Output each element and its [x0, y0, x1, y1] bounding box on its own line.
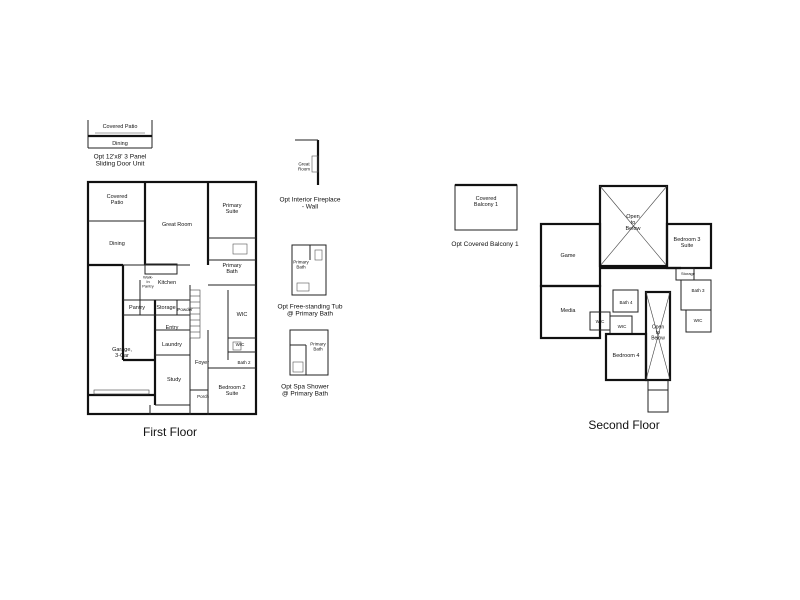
label-study: Study — [167, 377, 181, 383]
bath-4-outline — [612, 289, 639, 313]
wic-3-outline — [685, 309, 712, 333]
label-bath-2: Bath 2 — [237, 360, 251, 365]
label-bedroom-4: Bedroom 4 — [613, 353, 640, 359]
label-storage: Storage — [156, 305, 175, 311]
label-wic-1: WIC — [596, 319, 605, 324]
second-floor-plan — [539, 184, 713, 413]
label-opt-dining: Dining — [112, 141, 128, 147]
label-dining: Dining — [109, 241, 125, 247]
label-bath-4: Bath 4 — [619, 300, 633, 305]
kitchen-island — [144, 263, 178, 275]
caption-tub: Opt Free-standing Tub@ Primary Bath — [277, 303, 342, 317]
label-great-room: Great Room — [162, 222, 192, 228]
second-floor-title: Second Floor — [588, 418, 659, 432]
label-wic-3: WIC — [694, 318, 703, 323]
caption-fireplace: Opt Interior Fireplace- Wall — [279, 196, 340, 210]
caption-balcony: Opt Covered Balcony 1 — [451, 241, 519, 248]
label-wic-2: WIC — [236, 342, 245, 347]
label-game: Game — [561, 253, 576, 259]
open-to-below-2-outline — [644, 290, 672, 382]
label-powder: Powder — [177, 307, 193, 312]
label-bath-3: Bath 3 — [691, 288, 705, 293]
tub-icon — [296, 282, 310, 292]
caption-spa-shower: Opt Spa Shower@ Primary Bath — [281, 383, 330, 397]
label-porch: Porch — [197, 394, 209, 399]
bath-2-shower — [232, 341, 242, 351]
label-media: Media — [561, 308, 577, 314]
label-opt-covered-patio: Covered Patio — [103, 124, 138, 130]
shower-icon — [292, 361, 304, 373]
first-floor-outline — [86, 180, 258, 416]
label-wic: WIC — [237, 312, 248, 318]
label-entry: Entry — [166, 325, 179, 331]
label-kitchen: Kitchen — [158, 280, 176, 286]
fireplace-icon — [311, 155, 319, 173]
label-laundry: Laundry — [162, 342, 182, 348]
balcony-stub — [647, 389, 669, 413]
label-foyer: Foyer — [195, 360, 209, 366]
vanity-icon — [314, 249, 323, 261]
bath-3-outline — [680, 279, 712, 311]
label-garage: Garage,3-Car — [112, 347, 132, 359]
first-floor-plan — [86, 180, 258, 416]
stair — [189, 289, 201, 339]
primary-tub — [232, 243, 248, 255]
label-wic-2: WIC — [618, 324, 627, 329]
garage-door — [93, 389, 150, 395]
label-pantry: Pantry — [129, 305, 145, 311]
first-floor-title: First Floor — [143, 425, 197, 439]
label-storage-2f: Storage — [681, 271, 696, 276]
